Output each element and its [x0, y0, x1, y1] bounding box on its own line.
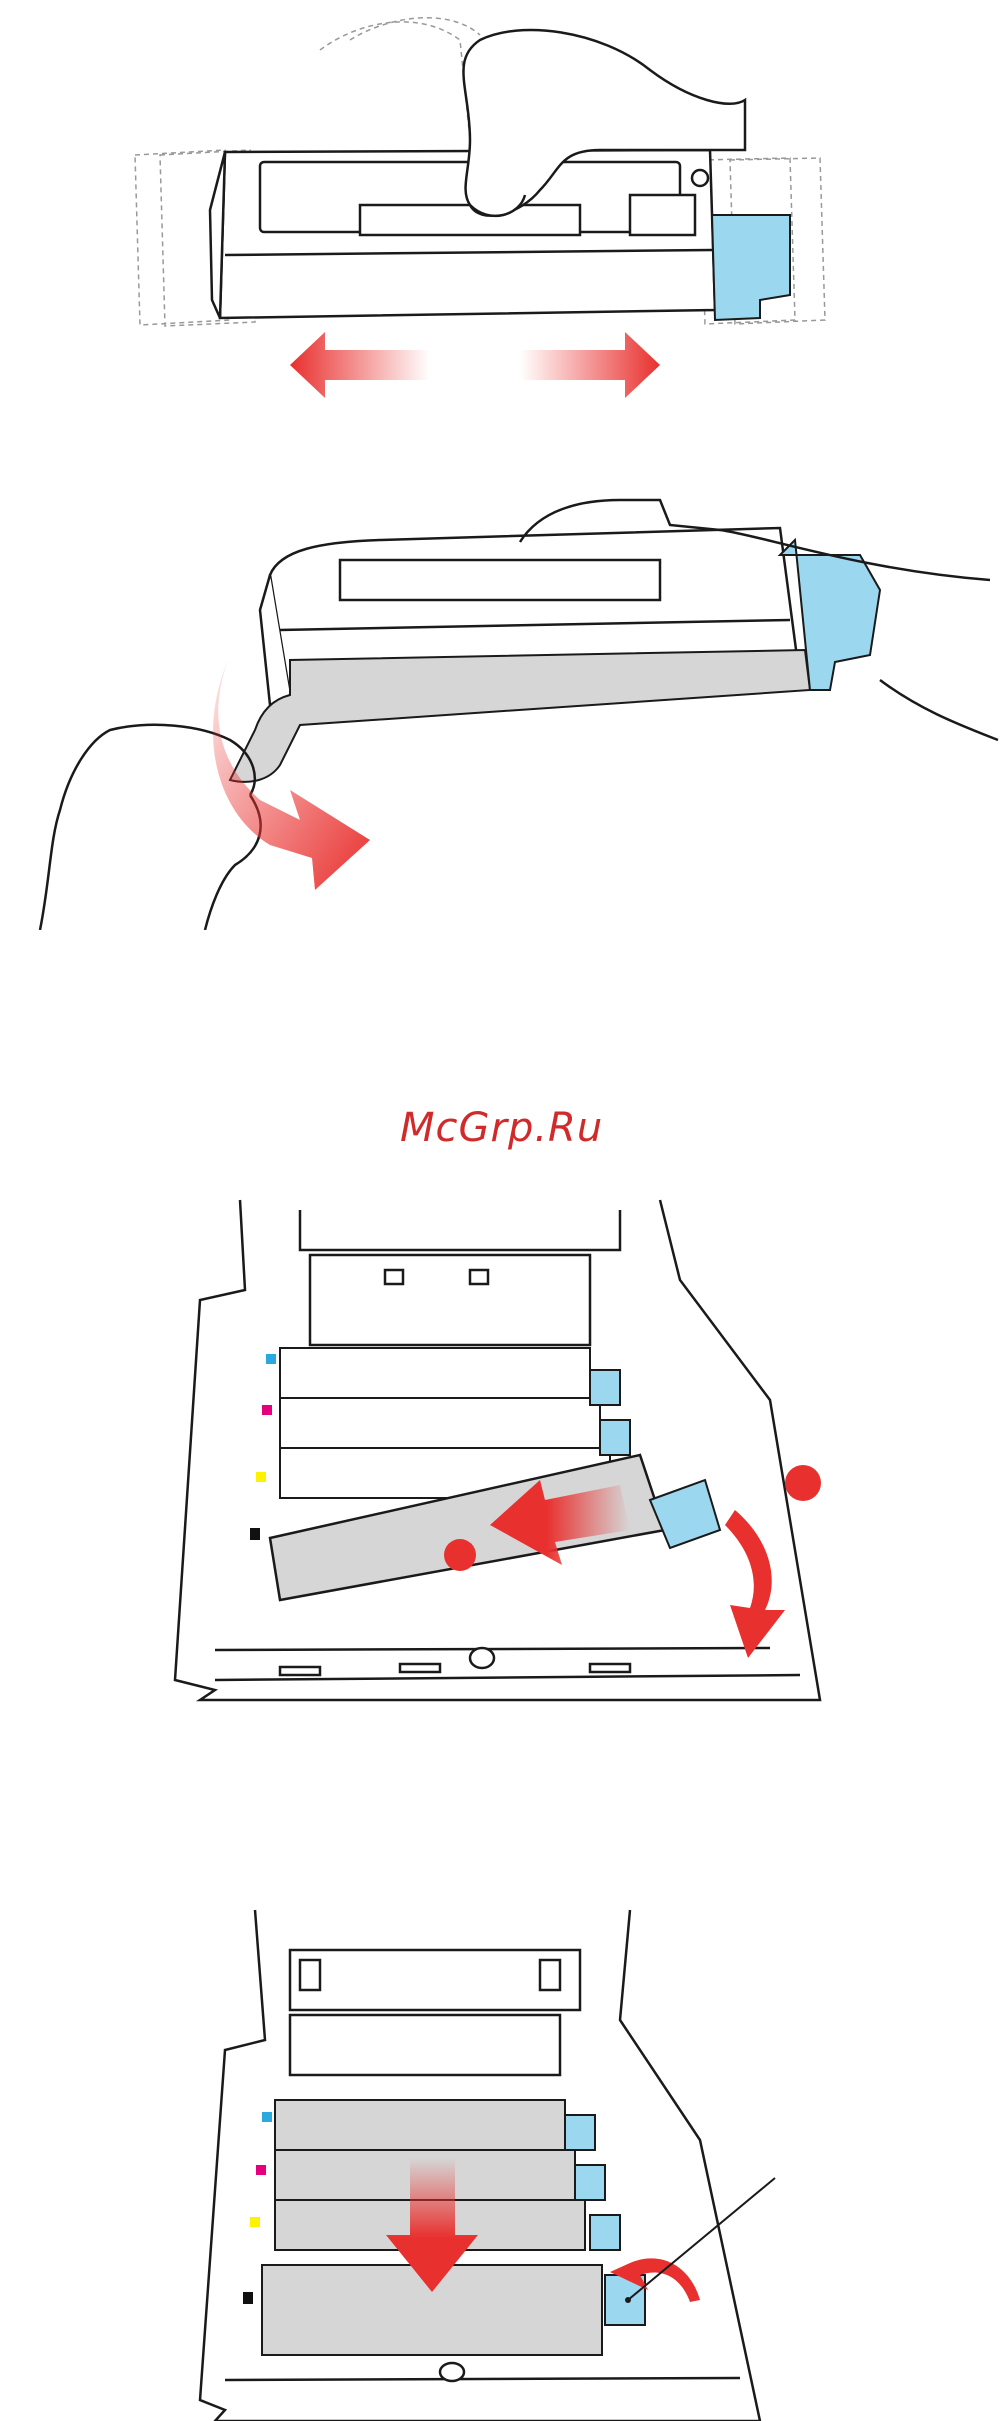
arrow-left-icon [290, 332, 430, 398]
blue-latch [712, 215, 790, 320]
insert-cartridge-illustration [0, 1180, 1003, 1750]
magenta-tab [256, 2165, 266, 2175]
cyan-tab [266, 1354, 276, 1364]
remove-tape-illustration [0, 480, 1003, 930]
dot-marker-left [444, 1539, 476, 1571]
magenta-tab [262, 1405, 272, 1415]
toner-cartridge [210, 150, 715, 318]
lock-cartridge-illustration [0, 1900, 1003, 2421]
dot-marker-right [785, 1465, 821, 1501]
seal-tape [230, 650, 810, 782]
cyan-tab [262, 2112, 272, 2122]
yellow-tab [250, 2217, 260, 2227]
black-tab [250, 1528, 260, 1540]
yellow-tab [256, 1472, 266, 1482]
black-tab [243, 2292, 253, 2304]
arrow-right-icon [520, 332, 660, 398]
watermark: McGrp.Ru [400, 1105, 603, 1151]
shake-cartridge-illustration [0, 0, 1003, 420]
